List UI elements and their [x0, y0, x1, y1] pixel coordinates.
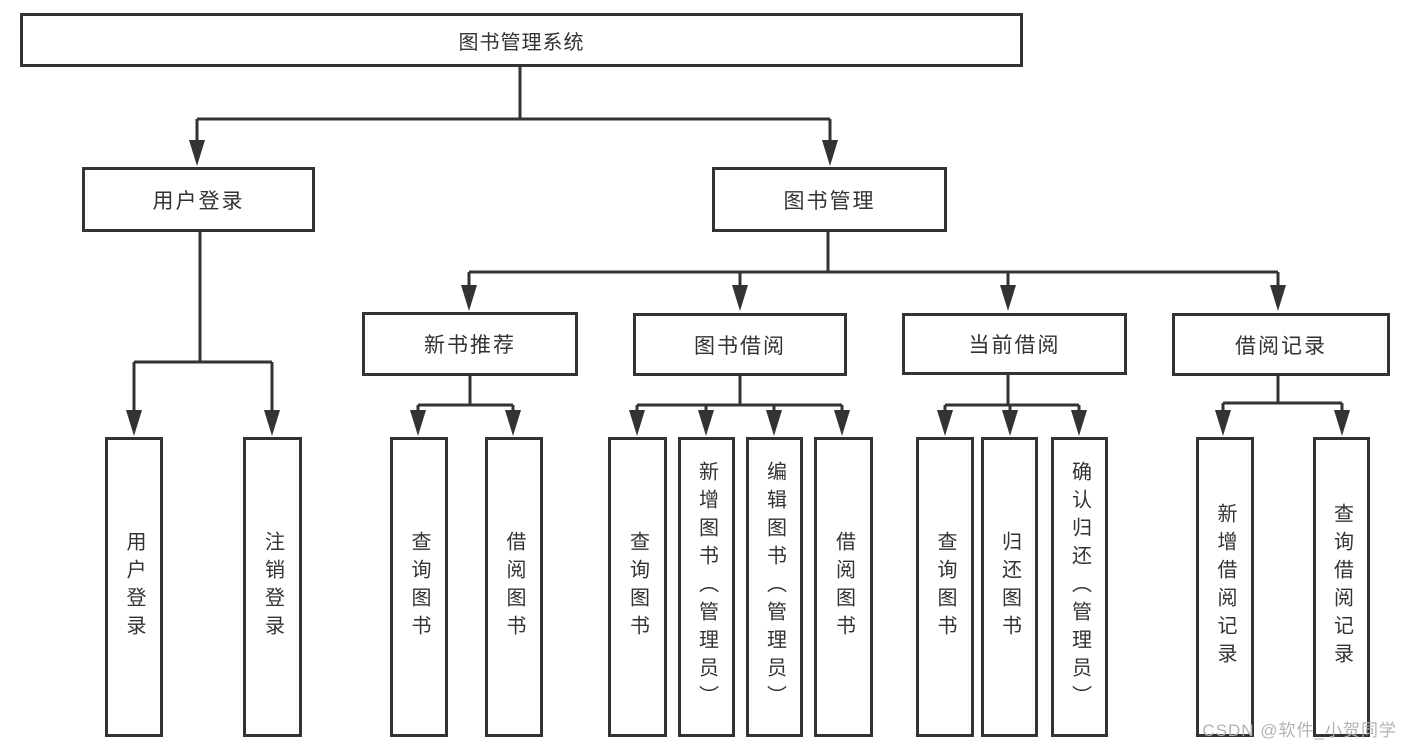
leaf-bb-borrow-book-label: 借阅图书 [832, 531, 855, 643]
node-borrow-record-label: 借阅记录 [1235, 334, 1327, 358]
leaf-nbr-query-book: 查询图书 [390, 437, 448, 737]
leaf-bb-add-book: 新增图书（管理员） [678, 437, 735, 737]
leaf-logout-label: 注销登录 [261, 531, 284, 643]
leaf-user-login-label: 用户登录 [123, 531, 145, 643]
leaf-bb-edit-book-label: 编辑图书（管理员） [763, 461, 786, 713]
leaf-nbr-query-book-label: 查询图书 [408, 531, 430, 643]
node-current-borrow-label: 当前借阅 [968, 334, 1061, 357]
node-current-borrow: 当前借阅 [902, 313, 1127, 375]
leaf-cb-query-book-label: 查询图书 [934, 531, 956, 643]
leaf-cb-confirm-return-label: 确认归还（管理员） [1068, 461, 1091, 713]
node-root: 图书管理系统 [20, 13, 1023, 67]
node-borrow-record: 借阅记录 [1172, 313, 1390, 376]
node-book-management-label: 图书管理 [783, 189, 876, 213]
node-book-borrow: 图书借阅 [633, 313, 847, 376]
node-new-book-recommend: 新书推荐 [362, 312, 578, 376]
leaf-logout: 注销登录 [243, 437, 302, 737]
node-user-login: 用户登录 [82, 167, 315, 232]
node-new-book-recommend-label: 新书推荐 [424, 334, 516, 357]
leaf-cb-return-book: 归还图书 [981, 437, 1038, 737]
leaf-nbr-borrow-book: 借阅图书 [485, 437, 543, 737]
node-user-login-label: 用户登录 [152, 189, 245, 213]
leaf-bb-add-book-label: 新增图书（管理员） [695, 461, 718, 713]
leaf-br-add-record-label: 新增借阅记录 [1214, 503, 1236, 671]
node-root-label: 图书管理系统 [458, 31, 585, 54]
node-book-borrow-label: 图书借阅 [694, 334, 786, 358]
leaf-br-add-record: 新增借阅记录 [1196, 437, 1254, 737]
node-book-management: 图书管理 [712, 167, 947, 232]
leaf-bb-query-book: 查询图书 [608, 437, 667, 737]
leaf-br-query-record: 查询借阅记录 [1313, 437, 1370, 737]
watermark: CSDN @软件_小贺同学 [1202, 721, 1397, 740]
leaf-user-login: 用户登录 [105, 437, 163, 737]
leaf-cb-return-book-label: 归还图书 [998, 531, 1021, 643]
leaf-bb-query-book-label: 查询图书 [626, 531, 649, 643]
leaf-cb-confirm-return: 确认归还（管理员） [1051, 437, 1108, 737]
leaf-cb-query-book: 查询图书 [916, 437, 974, 737]
leaf-bb-borrow-book: 借阅图书 [814, 437, 873, 737]
leaf-nbr-borrow-book-label: 借阅图书 [503, 531, 525, 643]
leaf-bb-edit-book: 编辑图书（管理员） [746, 437, 803, 737]
leaf-br-query-record-label: 查询借阅记录 [1330, 503, 1353, 671]
